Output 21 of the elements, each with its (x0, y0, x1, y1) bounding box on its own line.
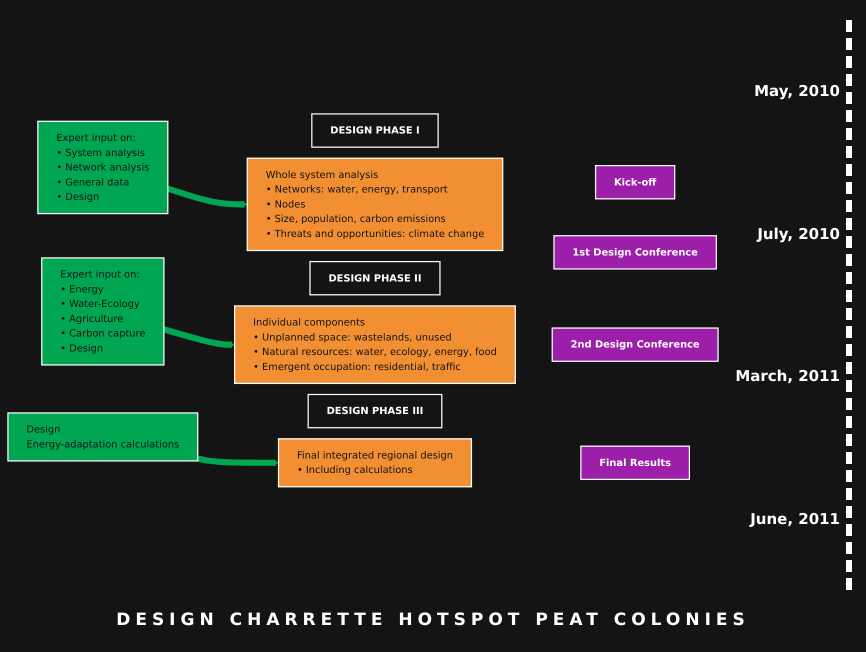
date-label: March, 2011 (734, 367, 841, 386)
node-box: 2nd Design Conference (552, 327, 719, 362)
node-box: Whole system analysis • Networks: water, energy, transport • Nodes • Size, population, carbon emissions • Threats and opportunities: climate change (246, 157, 504, 251)
node-box: Final integrated regional design • Including calculations (278, 438, 472, 488)
node-box: DESIGN PHASE II (309, 260, 441, 296)
node-box: DESIGN PHASE III (308, 394, 442, 428)
node-box: Kick-off (594, 164, 676, 200)
node-box: Expert input on: • System analysis • Network analysis • General data • Design (37, 120, 168, 214)
node-box: 1st Design Conference (553, 234, 717, 270)
date-label: May, 2010 (753, 82, 841, 100)
date-label: June, 2011 (748, 510, 841, 528)
node-box: Final Results (580, 445, 690, 480)
arrow (166, 185, 248, 208)
diagram-title: DESIGN CHARRETTE HOTSPOT PEAT COLONIES (115, 610, 751, 630)
date-label: July, 2010 (756, 224, 841, 243)
node-box: Expert input on: • Energy • Water-Ecology • Agriculture • Carbon capture • Design (41, 256, 165, 366)
arrow (197, 455, 279, 466)
node-box: Individual components • Unplanned space: wastelands, unused • Natural resources: water, ecology, energy, food • Emergent occupation: residential, traffic (234, 304, 516, 384)
node-box: Design Energy-adaptation calculations (7, 412, 198, 462)
node-box: DESIGN PHASE I (311, 112, 439, 148)
arrow (163, 326, 235, 348)
